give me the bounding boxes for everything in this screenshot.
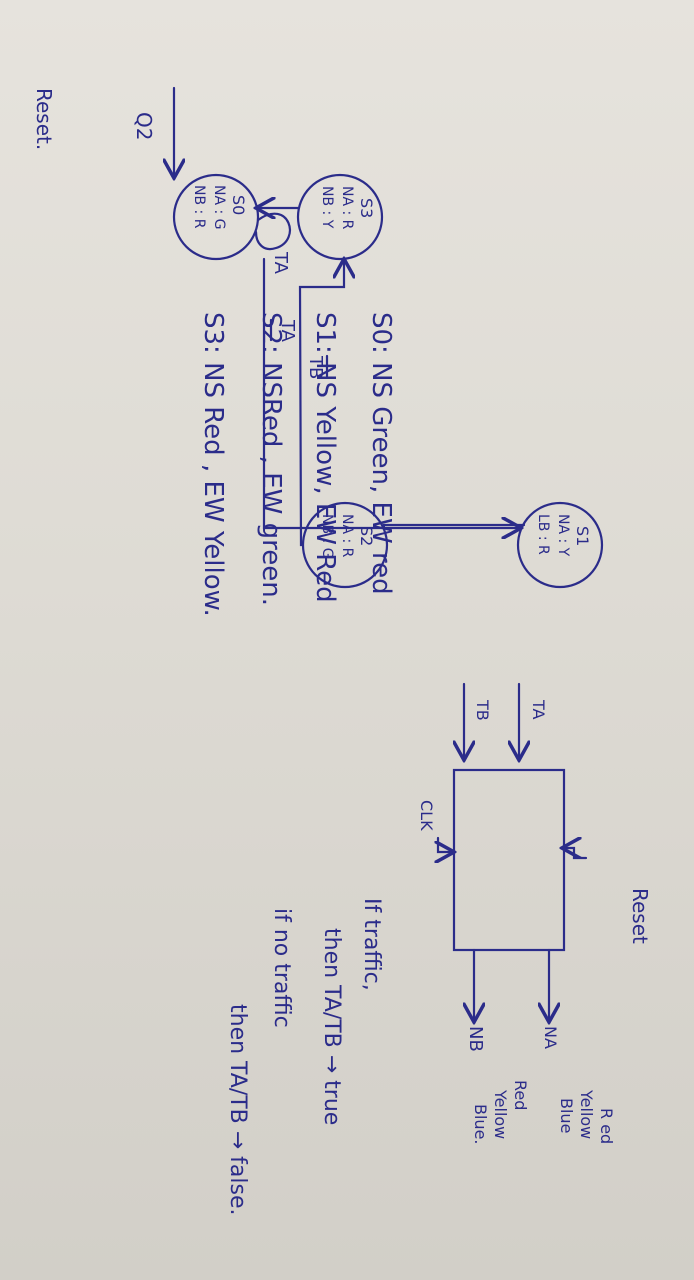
state-s0-name: S0: [229, 195, 248, 216]
fsm-block: [452, 768, 566, 952]
note-line-4: then TA/TB → false.: [225, 1004, 250, 1216]
block-reset-label: Reset: [628, 888, 652, 944]
block-reset-line: [564, 848, 588, 860]
nb-value-yellow: Yellow: [491, 1090, 510, 1140]
state-s2-na: NA : R: [339, 514, 355, 558]
self-loop-label: TA: [270, 252, 291, 274]
state-s3-name: S3: [357, 198, 376, 219]
state-s3-nb: NB : Y: [319, 186, 335, 229]
reset-label: Reset.: [32, 88, 56, 151]
state-s0-nb: NB : R: [191, 185, 207, 229]
state-s3-na: NA : R: [339, 186, 355, 230]
block-na-label: NA: [541, 1026, 560, 1049]
description-s2: S2: NSRed , EW green.: [256, 312, 286, 606]
description-s0: S0: NS Green, EW red: [366, 312, 396, 595]
block-tb-label: TB: [473, 700, 492, 721]
edge-s1-s2: [380, 523, 526, 530]
state-s1-nb: LB : R: [535, 514, 551, 555]
note-line-2: then TA/TB → true: [319, 928, 344, 1126]
state-s1-name: S1: [573, 526, 592, 547]
na-value-red: R ed: [597, 1108, 616, 1145]
block-ta-label: TA: [529, 700, 548, 720]
block-clk-label: CLK: [417, 800, 436, 831]
edge-s2-s3: [298, 261, 344, 547]
description-s3: S3: NS Red , EW Yellow.: [198, 312, 228, 617]
nb-value-red: Red: [511, 1080, 530, 1111]
na-value-yellow: Yellow: [577, 1090, 596, 1140]
q2-label: Q2: [132, 112, 156, 141]
state-s1-circle: [516, 501, 604, 589]
block-nb-label: NB: [465, 1026, 486, 1052]
block-clk-line: [438, 836, 452, 852]
state-s0-na: NA : G: [211, 185, 227, 230]
description-s1: S1: NS Yellow, EW Red: [310, 312, 340, 603]
note-line-3: if no traffic: [269, 908, 294, 1028]
edge-s0-s1: [262, 257, 519, 528]
state-s1-na: NA : Y: [555, 514, 571, 557]
na-value-blue: Blue: [557, 1098, 576, 1134]
self-loop-ta: [254, 212, 291, 251]
note-line-1: If traffic,: [359, 898, 384, 991]
nb-value-blue: Blue.: [471, 1104, 490, 1145]
